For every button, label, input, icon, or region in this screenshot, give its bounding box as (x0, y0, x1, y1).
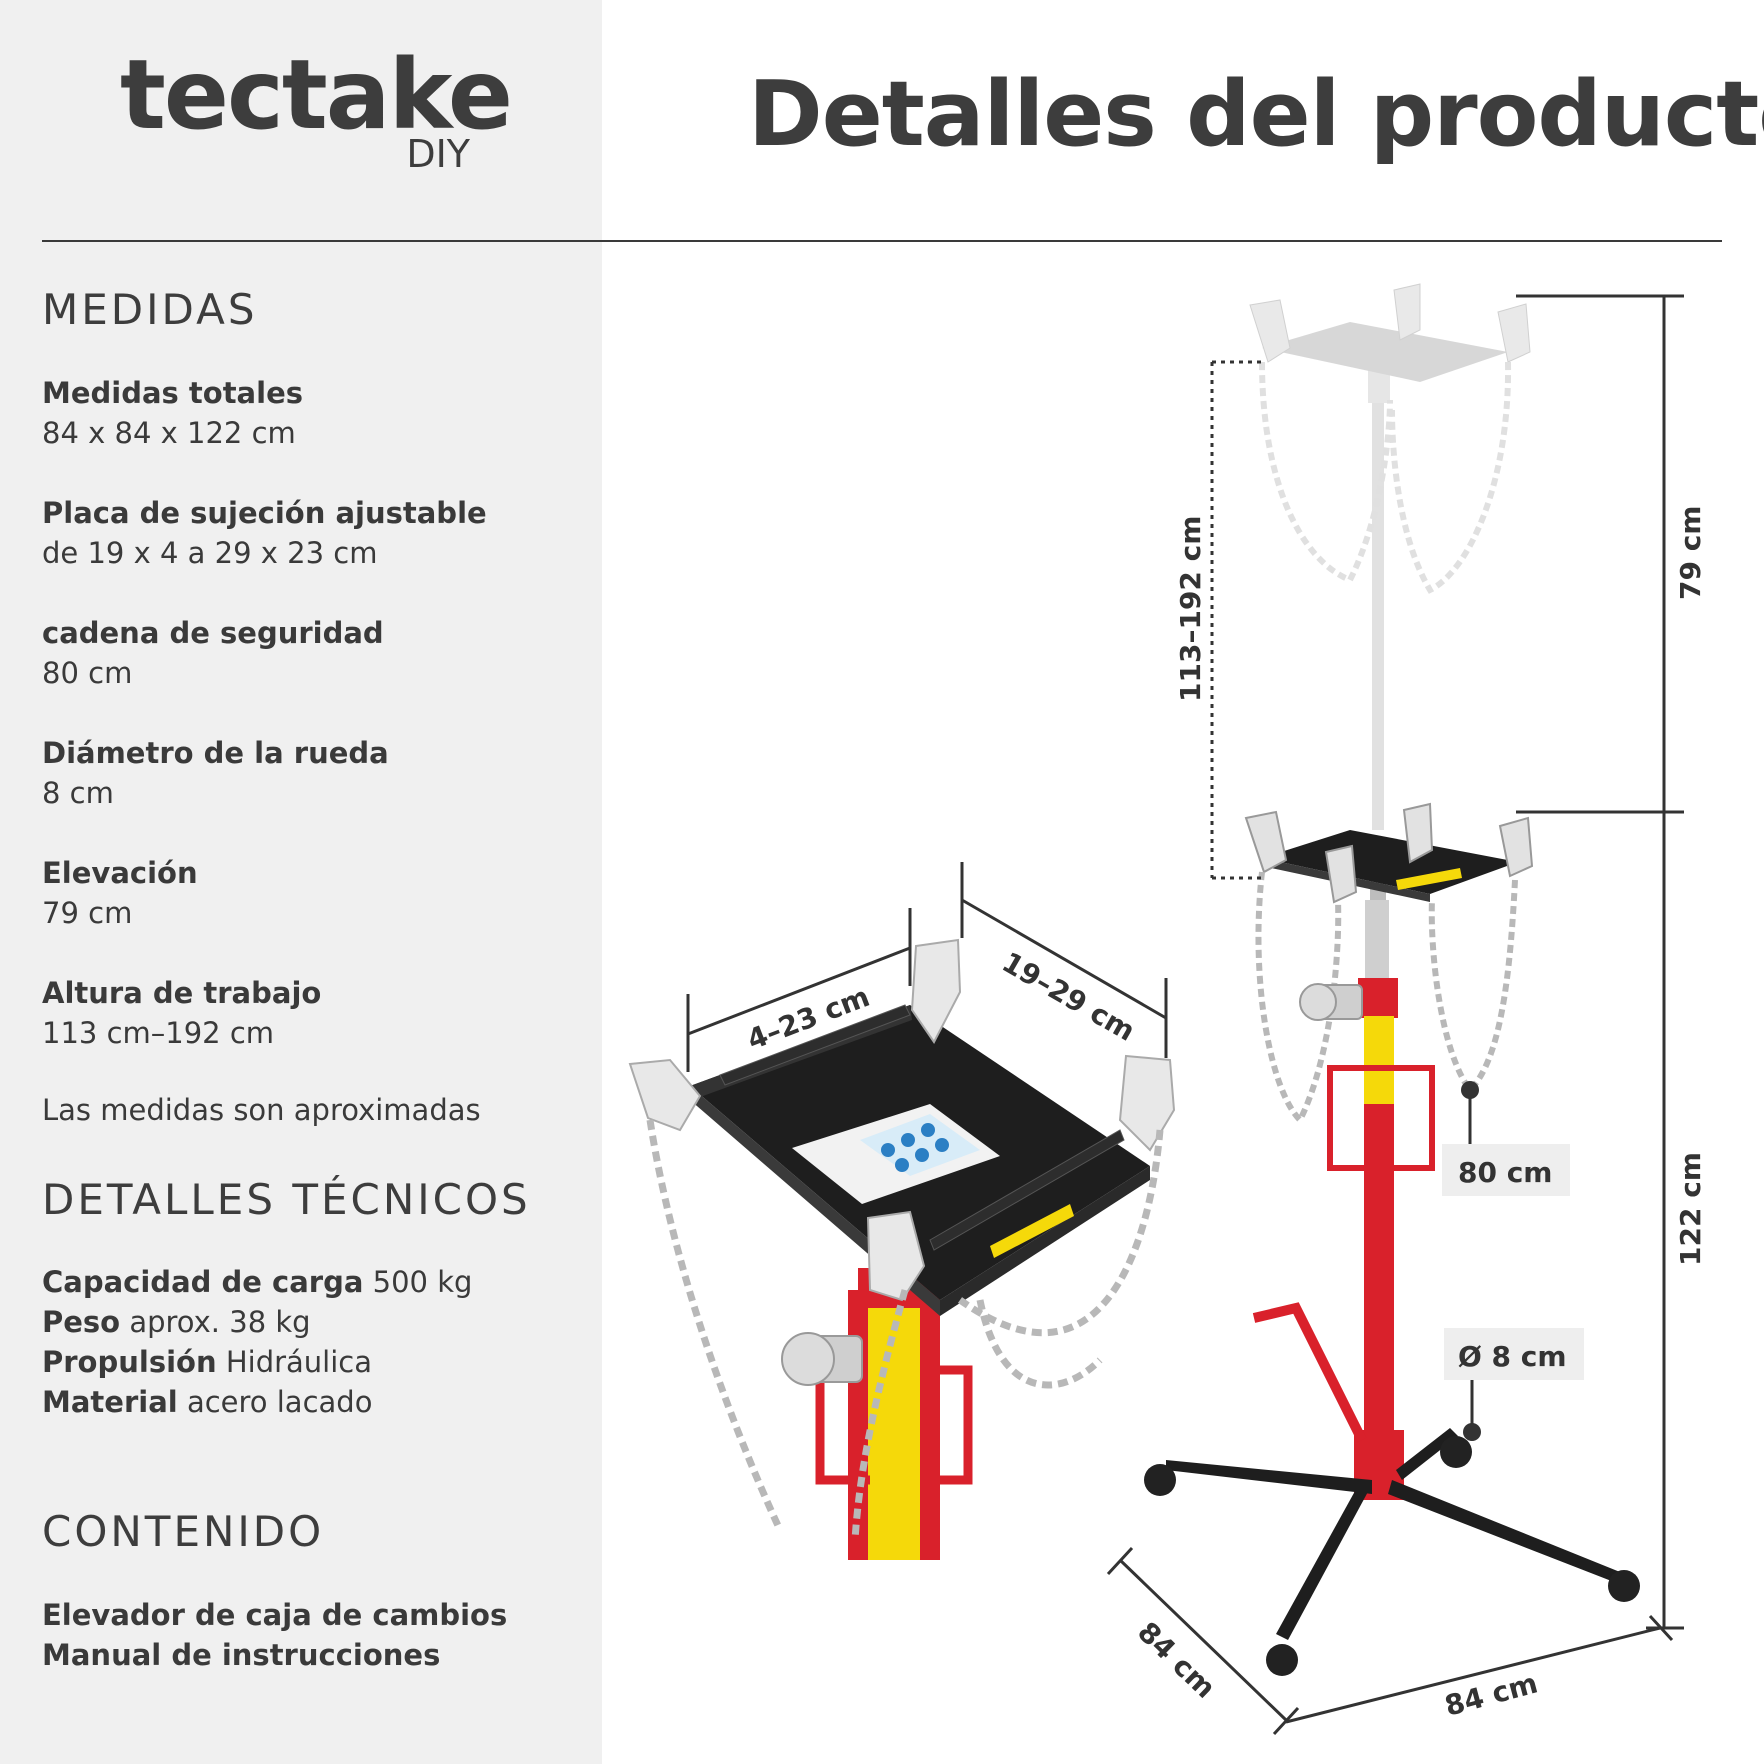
product-illustration: 4–23 cm 19–29 cm (628, 283, 1707, 1736)
height-label: 122 cm (1674, 1152, 1707, 1266)
measure-value: 84 x 84 x 122 cm (42, 416, 296, 450)
working-height-label: 113–192 cm (1174, 516, 1207, 702)
spec-sidebar (0, 0, 602, 1764)
tech-row: Material acero lacado (42, 1382, 472, 1422)
height-dimension (1646, 812, 1684, 1630)
tech-value: 500 kg (372, 1265, 473, 1299)
working-height-dimension (1210, 360, 1262, 880)
contents-list: Elevador de caja de cambios Manual de in… (42, 1595, 507, 1675)
measure-value: 8 cm (42, 776, 114, 810)
tech-value: aprox. 38 kg (129, 1305, 311, 1339)
measure-item: Diámetro de la rueda 8 cm (42, 733, 582, 813)
measure-label: Altura de trabajo (42, 976, 322, 1010)
measures-note: Las medidas son aproximadas (42, 1093, 481, 1127)
tech-row: Peso aprox. 38 kg (42, 1302, 472, 1342)
measure-value: de 19 x 4 a 29 x 23 cm (42, 536, 378, 570)
brand-sub: DIY (406, 132, 470, 176)
tech-value: acero lacado (186, 1385, 373, 1419)
base-width-label: 84 cm (1441, 1666, 1541, 1722)
tech-label: Propulsión (42, 1345, 217, 1379)
technical-list: Capacidad de carga 500 kg Peso aprox. 38… (42, 1262, 472, 1422)
base-depth-label: 84 cm (1131, 1615, 1222, 1704)
tech-row: Propulsión Hidráulica (42, 1342, 472, 1382)
measures-heading: MEDIDAS (42, 285, 258, 334)
technical-heading: DETALLES TÉCNICOS (42, 1175, 531, 1224)
plate-closeup-image (628, 938, 1176, 1560)
tech-label: Peso (42, 1305, 121, 1339)
wheel-callout-dot (1463, 1423, 1481, 1441)
tech-label: Material (42, 1385, 178, 1419)
tech-value: Hidráulica (225, 1345, 373, 1379)
measure-label: Medidas totales (42, 376, 303, 410)
measure-item: Elevación 79 cm (42, 853, 582, 933)
plate-width-dimension (686, 908, 912, 1072)
measure-value: 113 cm–192 cm (42, 1016, 275, 1050)
measure-label: cadena de seguridad (42, 616, 384, 650)
chain-callout-dot (1461, 1081, 1479, 1099)
lift-dimension (1516, 294, 1684, 814)
measure-value: 79 cm (42, 896, 133, 930)
measure-item: cadena de seguridad 80 cm (42, 613, 582, 693)
brand-logo: tectake DIY (120, 40, 513, 180)
measure-item: Altura de trabajo 113 cm–192 cm (42, 973, 582, 1053)
lift-label: 79 cm (1674, 506, 1707, 601)
tech-row: Capacidad de carga 500 kg (42, 1262, 472, 1302)
chain-label: 80 cm (1458, 1156, 1553, 1189)
measure-item: Placa de sujeción ajustable de 19 x 4 a … (42, 493, 582, 573)
contents-heading: CONTENIDO (42, 1507, 325, 1556)
base-width-dimension (1285, 1614, 1674, 1724)
jack-full-image (1144, 283, 1640, 1676)
header-divider (42, 240, 1722, 242)
chain-tag (1442, 1144, 1570, 1196)
wheel-label: Ø 8 cm (1458, 1340, 1567, 1373)
page-title: Detalles del producto (748, 62, 1764, 167)
contents-item: Elevador de caja de cambios (42, 1598, 508, 1632)
tech-label: Capacidad de carga (42, 1265, 364, 1299)
plate-depth-dimension (960, 862, 1168, 1058)
wheel-tag (1444, 1328, 1584, 1380)
contents-item: Manual de instrucciones (42, 1638, 441, 1672)
measure-label: Diámetro de la rueda (42, 736, 389, 770)
measure-label: Elevación (42, 856, 198, 890)
measure-item: Medidas totales 84 x 84 x 122 cm (42, 373, 582, 453)
measure-label: Placa de sujeción ajustable (42, 496, 487, 530)
measure-value: 80 cm (42, 656, 133, 690)
brand-name: tectake (120, 39, 513, 151)
